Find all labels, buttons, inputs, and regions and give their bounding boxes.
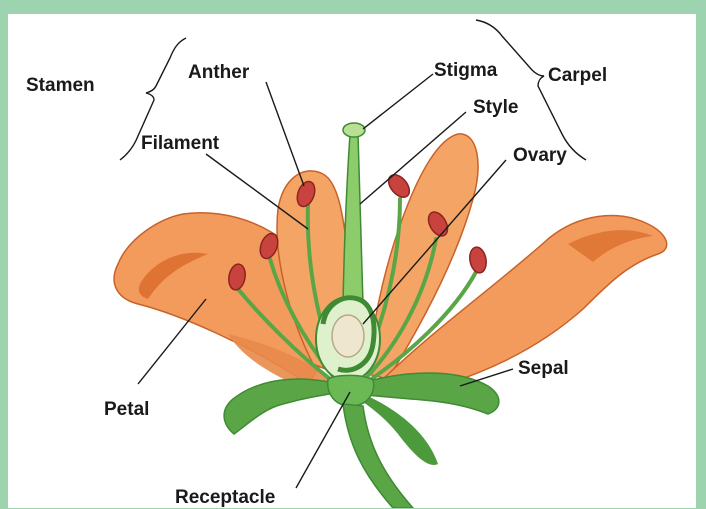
carpel-bracket <box>476 20 586 160</box>
ovule <box>332 315 364 357</box>
petals <box>114 134 667 394</box>
receptacle <box>328 375 374 406</box>
receptacle-label: Receptacle <box>175 487 275 509</box>
leader-anther <box>266 82 304 186</box>
stamen-label: Stamen <box>26 75 95 97</box>
petal-label: Petal <box>104 399 149 421</box>
sepal-label: Sepal <box>518 358 569 380</box>
leader-stigma <box>363 74 433 129</box>
anther-6 <box>468 246 488 274</box>
flower-illustration <box>8 14 696 508</box>
anther-label: Anther <box>188 62 249 84</box>
style-label: Style <box>473 97 518 119</box>
leader-receptacle <box>296 392 350 488</box>
stigma-tip <box>343 123 365 137</box>
sepal-left <box>224 379 343 434</box>
style-stalk <box>343 134 363 304</box>
filament-label: Filament <box>141 133 219 155</box>
stigma-label: Stigma <box>434 60 497 82</box>
anther-4 <box>385 171 414 201</box>
diagram-panel: Stamen Anther Filament Stigma Style Carp… <box>8 14 696 508</box>
ovary-label: Ovary <box>513 145 567 167</box>
carpel-label: Carpel <box>548 65 607 87</box>
